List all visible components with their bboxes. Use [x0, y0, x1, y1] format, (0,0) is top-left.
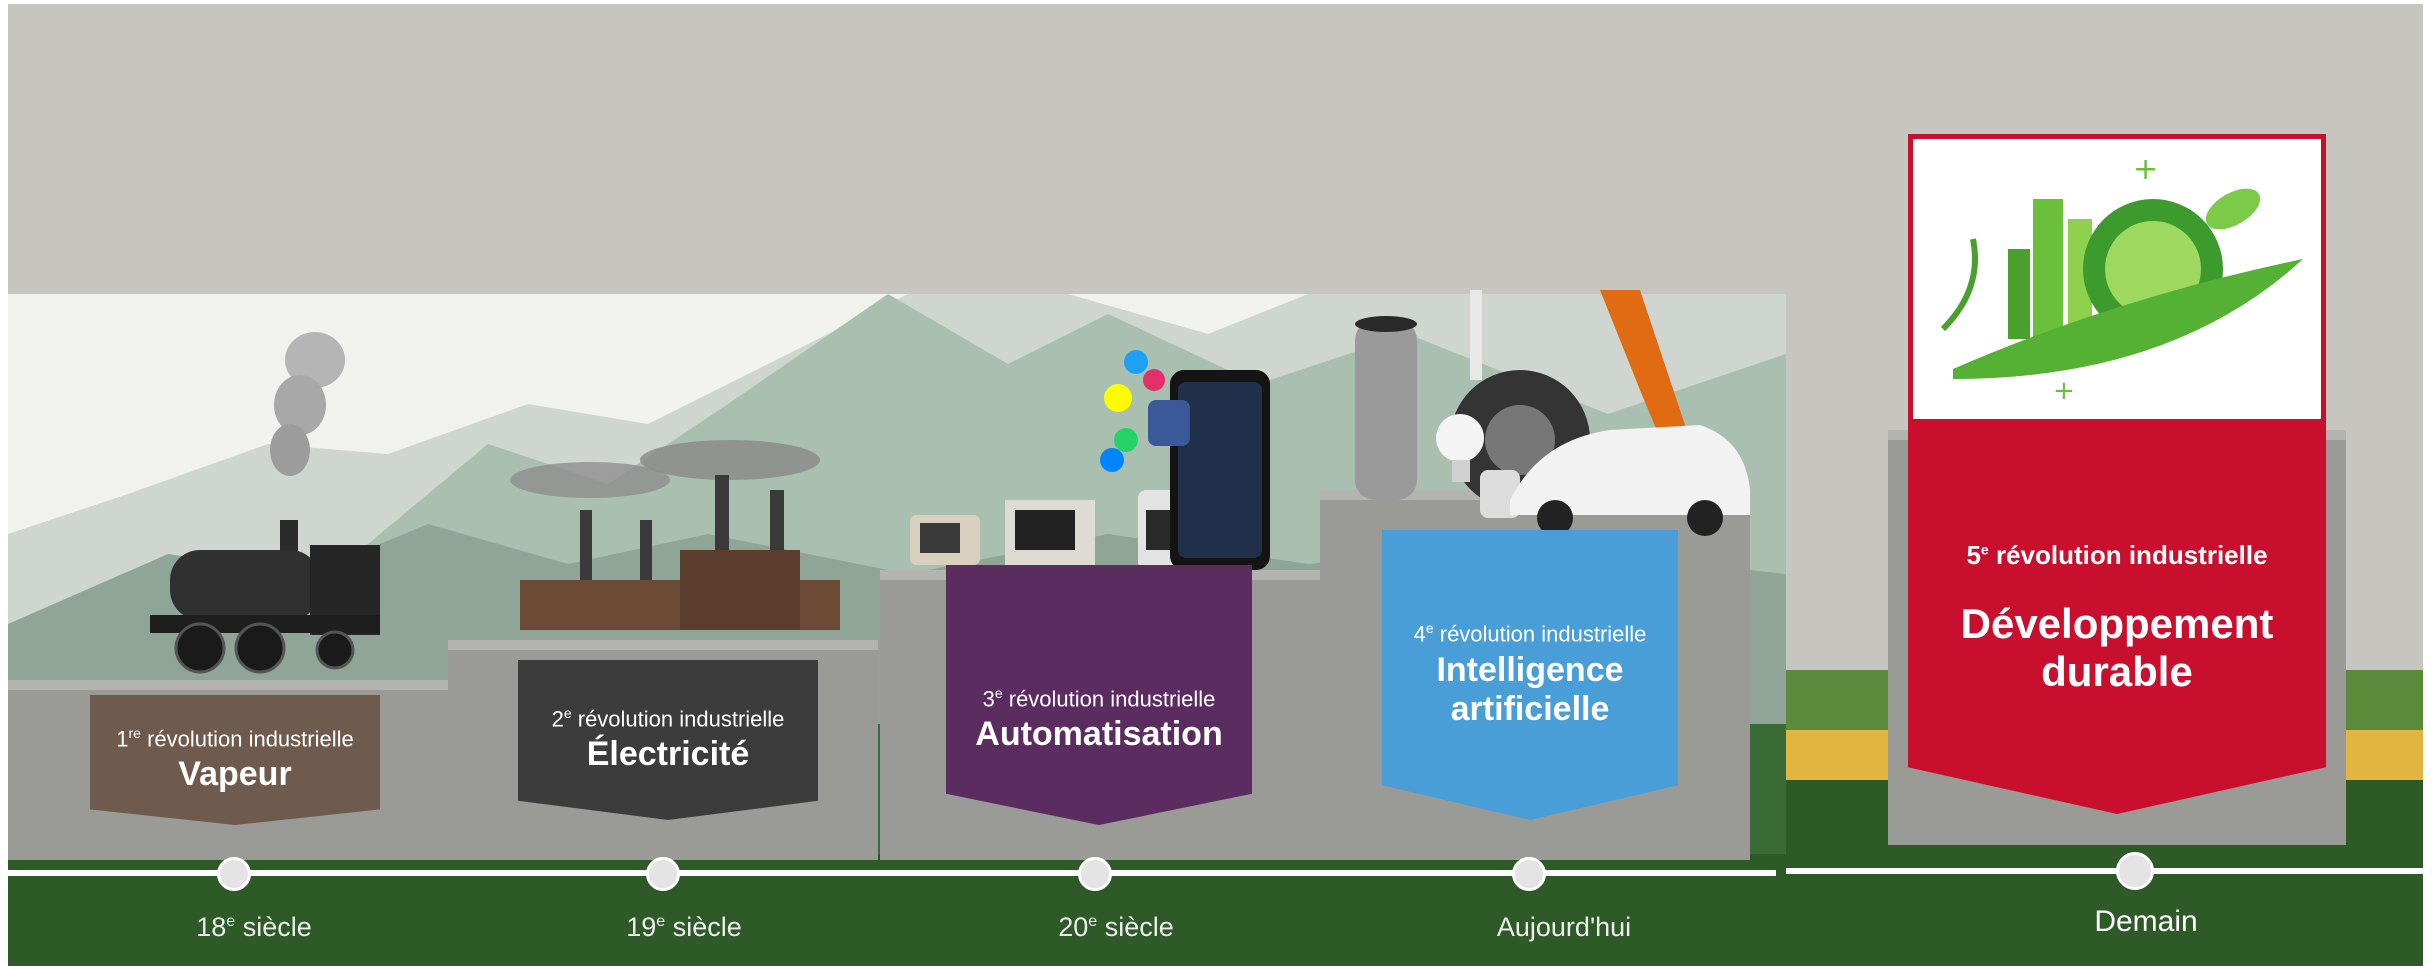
banner-sustainable: 5e révolution industrielle Développement… [1908, 424, 2326, 814]
timeline-dot-1 [217, 857, 251, 891]
banner-automation-subtitle: 3e révolution industrielle [982, 684, 1216, 712]
timeline-line-left [8, 870, 1776, 876]
banner-electricity-subtitle: 2e révolution industrielle [551, 704, 785, 732]
timeline-dot-4 [1512, 857, 1546, 891]
banner-steam-title: Vapeur [178, 755, 292, 794]
steam-locomotive-icon [150, 332, 380, 674]
green-city-globe-icon: + + [1913, 139, 2321, 419]
green-city-globe-frame: + + [1908, 134, 2326, 424]
era-label-tomorrow: Demain [2094, 905, 2198, 938]
power-station-icon [510, 440, 840, 630]
timeline-dot-2 [646, 857, 680, 891]
timeline-line-right [1786, 868, 2423, 874]
banner-sustainable-title-line2: durable [2041, 648, 2193, 696]
banner-automation-title: Automatisation [975, 715, 1223, 754]
banner-ai-title-line2: artificielle [1450, 689, 1610, 728]
banner-steam-subtitle: 1re révolution industrielle [116, 724, 354, 752]
banner-electricity-title: Électricité [586, 735, 750, 774]
era-label-18th-century: 18e siècle [196, 912, 312, 942]
banner-ai-subtitle: 4e révolution industrielle [1413, 620, 1647, 647]
timeline-dot-3 [1078, 857, 1112, 891]
era-label-today: Aujourd'hui [1496, 912, 1632, 942]
timeline-dot-5 [2116, 852, 2154, 890]
banner-sustainable-subtitle: 5e révolution industrielle [1966, 540, 2268, 571]
era-label-19th-century: 19e siècle [626, 912, 742, 942]
banner-electricity: 2e révolution industrielle Électricité [518, 660, 818, 820]
smart-speaker-robot-car-icon [1355, 290, 1750, 536]
banner-sustainable-title-line1: Développement [1960, 600, 2274, 647]
banner-automation: 3e révolution industrielle Automatisatio… [946, 565, 1252, 825]
banner-ai-title-line1: Intelligence [1436, 650, 1624, 689]
svg-text:+: + [2053, 376, 2075, 406]
era-label-20th-century: 20e siècle [1058, 912, 1174, 942]
banner-ai: 4e révolution industrielle Intelligence … [1382, 530, 1678, 820]
banner-steam: 1re révolution industrielle Vapeur [90, 695, 380, 825]
svg-text:+: + [2133, 152, 2158, 187]
